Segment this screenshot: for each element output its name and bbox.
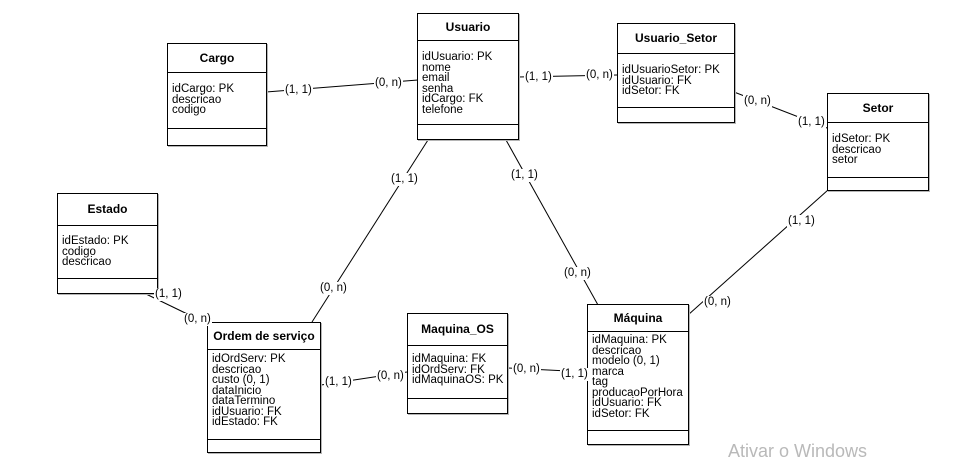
attribute: senha bbox=[422, 82, 454, 95]
cardinality-ordem-servico-side: (0, n) bbox=[183, 313, 212, 326]
attribute: nome bbox=[422, 61, 451, 74]
cardinality-usuario-side: (1, 1) bbox=[390, 173, 419, 186]
entity-attributes: idUsuarioSetor: PK idUsuario: FK idSetor… bbox=[618, 54, 734, 97]
attribute: idUsuario: FK bbox=[592, 397, 662, 409]
entity-methods-section bbox=[208, 439, 320, 452]
cardinality-cargo-side: (1, 1) bbox=[284, 84, 313, 97]
attribute: idEstado: FK bbox=[212, 416, 278, 428]
attribute: idCargo: PK bbox=[172, 83, 235, 95]
cardinality-maquina-os-side: (0, n) bbox=[376, 370, 405, 383]
entity-attributes: idEstado: PK codigo descricao bbox=[58, 226, 157, 268]
entity-methods-section bbox=[168, 128, 266, 145]
entity-ordem-servico[interactable]: Ordem de serviço idOrdServ: PK descricao… bbox=[207, 322, 321, 453]
cardinality-usuario-side: (1, 1) bbox=[510, 169, 539, 182]
entity-title: Máquina bbox=[588, 305, 688, 332]
cardinality-setor-side: (1, 1) bbox=[797, 116, 826, 129]
attribute: email bbox=[422, 72, 450, 84]
attribute: dataInicio bbox=[212, 384, 262, 397]
entity-maquina-os[interactable]: Maquina_OS idMaquina: FK idOrdServ: FK i… bbox=[407, 313, 508, 414]
entity-usuario[interactable]: Usuario idUsuario: PK nome email senha i… bbox=[417, 13, 519, 140]
entity-attributes: idSetor: PK descricao setor bbox=[828, 123, 928, 166]
entity-estado[interactable]: Estado idEstado: PK codigo descricao bbox=[57, 193, 158, 294]
entity-methods-section bbox=[58, 278, 157, 293]
line-setor-maquina[interactable] bbox=[687, 189, 829, 316]
attribute: telefone bbox=[422, 103, 463, 116]
cardinality-ordem-servico-side: (1, 1) bbox=[324, 376, 353, 389]
entity-attributes: idCargo: PK descricao codigo bbox=[168, 73, 266, 116]
attribute: idMaquinaOS: PK bbox=[412, 374, 504, 386]
attribute: marca bbox=[592, 365, 624, 378]
attribute: dataTermino bbox=[212, 395, 276, 407]
attribute: idSetor: FK bbox=[592, 407, 650, 420]
entity-attributes: idOrdServ: PK descricao custo (0, 1) dat… bbox=[208, 350, 320, 428]
entity-title: Usuario bbox=[418, 14, 518, 41]
attribute: producaoPorHora bbox=[592, 386, 683, 399]
attribute: descricao bbox=[592, 344, 642, 357]
attribute: descricao bbox=[212, 363, 262, 376]
attribute: idUsuario: FK bbox=[212, 405, 282, 418]
attribute: descricao bbox=[172, 93, 222, 106]
attribute: idMaquina: PK bbox=[592, 334, 667, 346]
attribute: idOrdServ: FK bbox=[412, 363, 485, 376]
entity-attributes: idUsuario: PK nome email senha idCargo: … bbox=[418, 41, 518, 115]
attribute: idOrdServ: PK bbox=[212, 353, 286, 365]
cardinality-usuario-setor-side: (0, n) bbox=[743, 95, 772, 108]
attribute: descricao bbox=[62, 256, 112, 268]
entity-title: Ordem de serviço bbox=[208, 323, 320, 350]
cardinality-usuario-setor-side: (0, n) bbox=[585, 69, 614, 82]
attribute: idUsuario: PK bbox=[422, 51, 493, 63]
entity-attributes: idMaquina: PK descricao modelo (0, 1) ma… bbox=[588, 332, 688, 419]
attribute: idSetor: PK bbox=[832, 133, 891, 145]
entity-title: Cargo bbox=[168, 44, 266, 73]
entity-cargo[interactable]: Cargo idCargo: PK descricao codigo bbox=[167, 43, 267, 146]
windows-activation-watermark: Ativar o Windows bbox=[728, 441, 868, 461]
line-usuario-maquina[interactable] bbox=[505, 139, 599, 306]
attribute: modelo (0, 1) bbox=[592, 355, 660, 367]
attribute: codigo bbox=[62, 245, 96, 258]
cardinality-maquina-os-side: (0, n) bbox=[512, 363, 541, 376]
attribute: idUsuario: FK bbox=[622, 74, 692, 87]
entity-methods-section bbox=[618, 107, 734, 122]
cardinality-setor-side: (1, 1) bbox=[787, 215, 816, 228]
entity-usuario-setor[interactable]: Usuario_Setor idUsuarioSetor: PK idUsuar… bbox=[617, 23, 735, 123]
attribute: custo (0, 1) bbox=[212, 374, 270, 386]
cardinality-estado-side: (1, 1) bbox=[154, 288, 183, 301]
cardinality-usuario-side: (0, n) bbox=[374, 77, 403, 90]
entity-methods-section bbox=[408, 398, 507, 413]
cardinality-usuario-side: (1, 1) bbox=[524, 71, 553, 84]
entity-methods-section bbox=[418, 124, 518, 139]
entity-attributes: idMaquina: FK idOrdServ: FK idMaquinaOS:… bbox=[408, 346, 507, 386]
entity-setor[interactable]: Setor idSetor: PK descricao setor bbox=[827, 93, 929, 191]
cardinality-maquina-side: (0, n) bbox=[563, 267, 592, 280]
cardinality-maquina-side: (0, n) bbox=[703, 296, 732, 309]
attribute: tag bbox=[592, 376, 608, 388]
entity-methods-section bbox=[588, 430, 688, 444]
attribute: idUsuarioSetor: PK bbox=[622, 64, 720, 76]
attribute: idMaquina: FK bbox=[412, 353, 487, 365]
attribute: setor bbox=[832, 154, 858, 166]
cardinality-ordem-servico-side: (0, n) bbox=[319, 282, 348, 295]
entity-title: Estado bbox=[58, 194, 157, 226]
entity-title: Maquina_OS bbox=[408, 314, 507, 346]
entity-maquina[interactable]: Máquina idMaquina: PK descricao modelo (… bbox=[587, 304, 689, 445]
entity-title: Usuario_Setor bbox=[618, 24, 734, 54]
attribute: descricao bbox=[832, 143, 882, 156]
attribute: idCargo: FK bbox=[422, 93, 484, 105]
attribute: codigo bbox=[172, 104, 206, 116]
attribute: idEstado: PK bbox=[62, 235, 129, 247]
entity-methods-section bbox=[828, 177, 928, 190]
attribute: idSetor: FK bbox=[622, 85, 680, 97]
entity-title: Setor bbox=[828, 94, 928, 123]
cardinality-maquina-side: (1, 1) bbox=[560, 368, 589, 381]
